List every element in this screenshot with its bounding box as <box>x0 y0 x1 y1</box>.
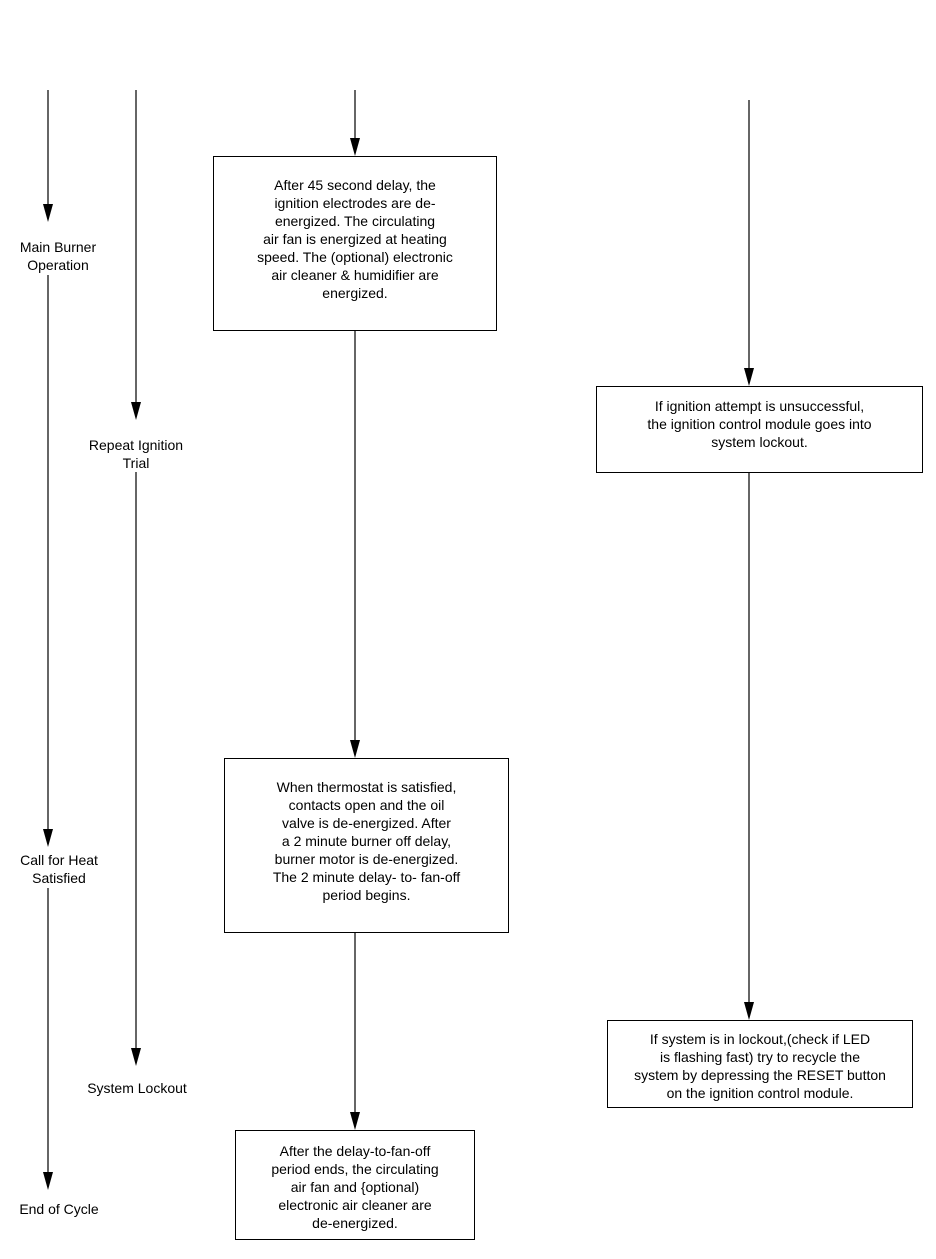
arrowhead-icon <box>350 138 360 156</box>
arrowhead-icon <box>131 1048 141 1066</box>
label-system-lockout: System Lockout <box>87 1080 187 1096</box>
arrowhead-icon <box>350 740 360 758</box>
box-system-in-lockout: If system is in lockout,(check if LED is… <box>607 1020 913 1108</box>
box-ignition-unsuccessful-text: If ignition attempt is unsuccessful, the… <box>647 398 872 450</box>
arrowhead-icon <box>744 368 754 386</box>
box-delay-to-fan-off-ends-text: After the delay-to-fan-off period ends, … <box>271 1143 439 1231</box>
box-after-45-second-delay-text: After 45 second delay, the ignition elec… <box>257 177 453 301</box>
arrowhead-icon <box>350 1112 360 1130</box>
box-ignition-unsuccessful: If ignition attempt is unsuccessful, the… <box>596 386 923 473</box>
box-thermostat-satisfied-text: When thermostat is satisfied, contacts o… <box>272 779 461 903</box>
box-delay-to-fan-off-ends: After the delay-to-fan-off period ends, … <box>235 1130 475 1240</box>
label-main-burner-operation: Main Burner Operation <box>19 239 97 273</box>
label-end-of-cycle: End of Cycle <box>19 1201 99 1217</box>
arrowhead-icon <box>43 204 53 222</box>
arrowhead-icon <box>43 829 53 847</box>
label-repeat-ignition-trial: Repeat Ignition Trial <box>88 437 184 471</box>
arrowhead-icon <box>744 1002 754 1020</box>
box-thermostat-satisfied: When thermostat is satisfied, contacts o… <box>224 758 509 933</box>
box-after-45-second-delay: After 45 second delay, the ignition elec… <box>213 156 497 331</box>
arrowhead-icon <box>131 402 141 420</box>
box-system-in-lockout-text: If system is in lockout,(check if LED is… <box>634 1031 886 1101</box>
label-call-for-heat-satisfied: Call for Heat Satisfied <box>20 852 98 886</box>
arrowhead-icon <box>43 1172 53 1190</box>
